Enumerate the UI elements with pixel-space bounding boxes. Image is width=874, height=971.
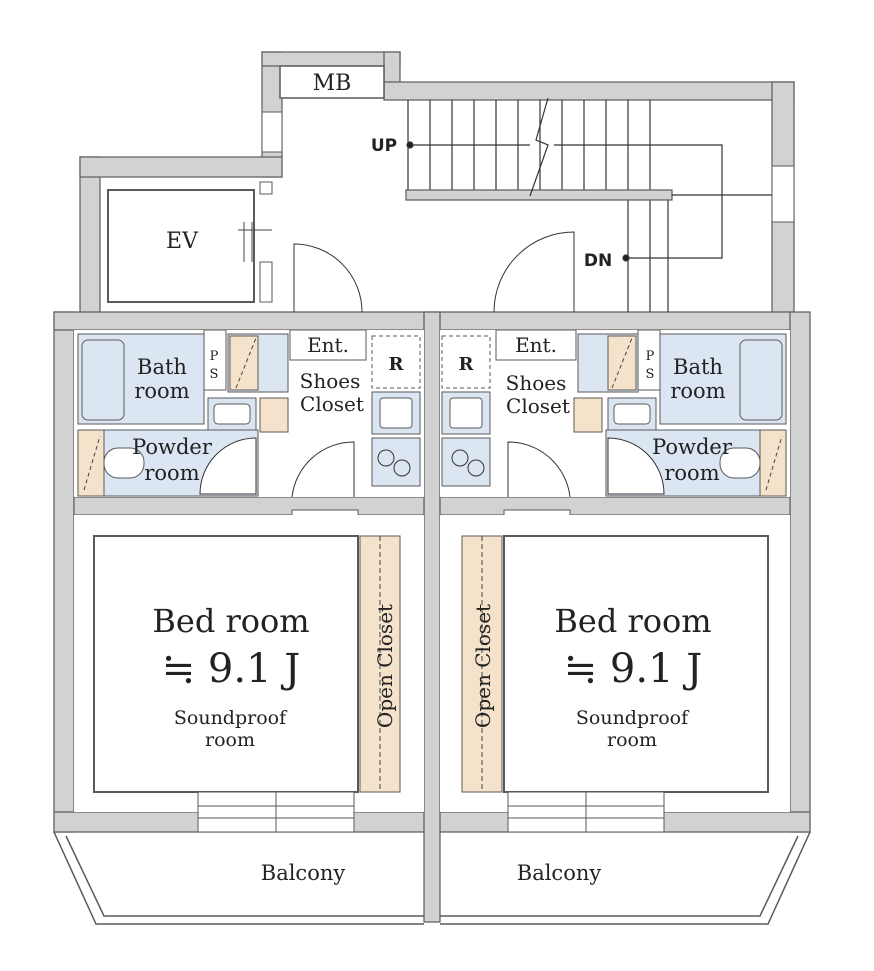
bedroom-label: Bed room [152, 602, 309, 640]
powder-label-line2: room [144, 461, 199, 485]
ps-label-p: P [210, 349, 219, 364]
powder-label-line1: Powder [132, 435, 213, 459]
refrigerator-label: R [389, 354, 405, 375]
soundproof-line1: Soundproof [174, 707, 288, 729]
entrance-label: Ent. [307, 333, 349, 357]
bedroom-size: ≒ 9.1 J [564, 646, 703, 692]
stair-windows [261, 111, 795, 223]
dn-label: DN [584, 251, 612, 271]
open-closet-label: Open Closet [471, 604, 495, 728]
balcony-outline [53, 831, 811, 925]
ev-label: EV [166, 229, 199, 254]
ps-label-s: S [646, 367, 655, 382]
refrigerator-label: R [459, 354, 475, 375]
shoes-closet-line2: Closet [300, 392, 364, 416]
soundproof-line1: Soundproof [576, 707, 690, 729]
mb-label: MB [313, 71, 352, 96]
staircase [405, 97, 772, 312]
open-closet-label: Open Closet [373, 604, 397, 728]
ev-shaft: EV [107, 181, 273, 303]
balcony-label: Balcony [517, 861, 602, 885]
bath-label-line1: Bath [137, 355, 187, 379]
unit-right [440, 231, 790, 833]
soundproof-line2: room [607, 729, 657, 751]
ps-label-p: P [646, 349, 655, 364]
bedroom-size: ≒ 9.1 J [162, 646, 301, 692]
shoes-closet-line1: Shoes [506, 371, 567, 395]
shoes-closet-line1: Shoes [300, 369, 361, 393]
ps-label-s: S [210, 367, 219, 382]
entrance-label: Ent. [515, 333, 557, 357]
bath-label-line2: room [670, 379, 725, 403]
bath-label-line2: room [134, 379, 189, 403]
soundproof-line2: room [205, 729, 255, 751]
shoes-closet-line2: Closet [506, 394, 570, 418]
mb-box: MB [279, 65, 385, 99]
unit-left [74, 243, 424, 833]
bath-label-line1: Bath [673, 355, 723, 379]
balcony-label: Balcony [261, 861, 346, 885]
bedroom-label: Bed room [554, 602, 711, 640]
powder-label-line1: Powder [652, 435, 733, 459]
powder-label-line2: room [664, 461, 719, 485]
up-label: UP [371, 136, 397, 156]
